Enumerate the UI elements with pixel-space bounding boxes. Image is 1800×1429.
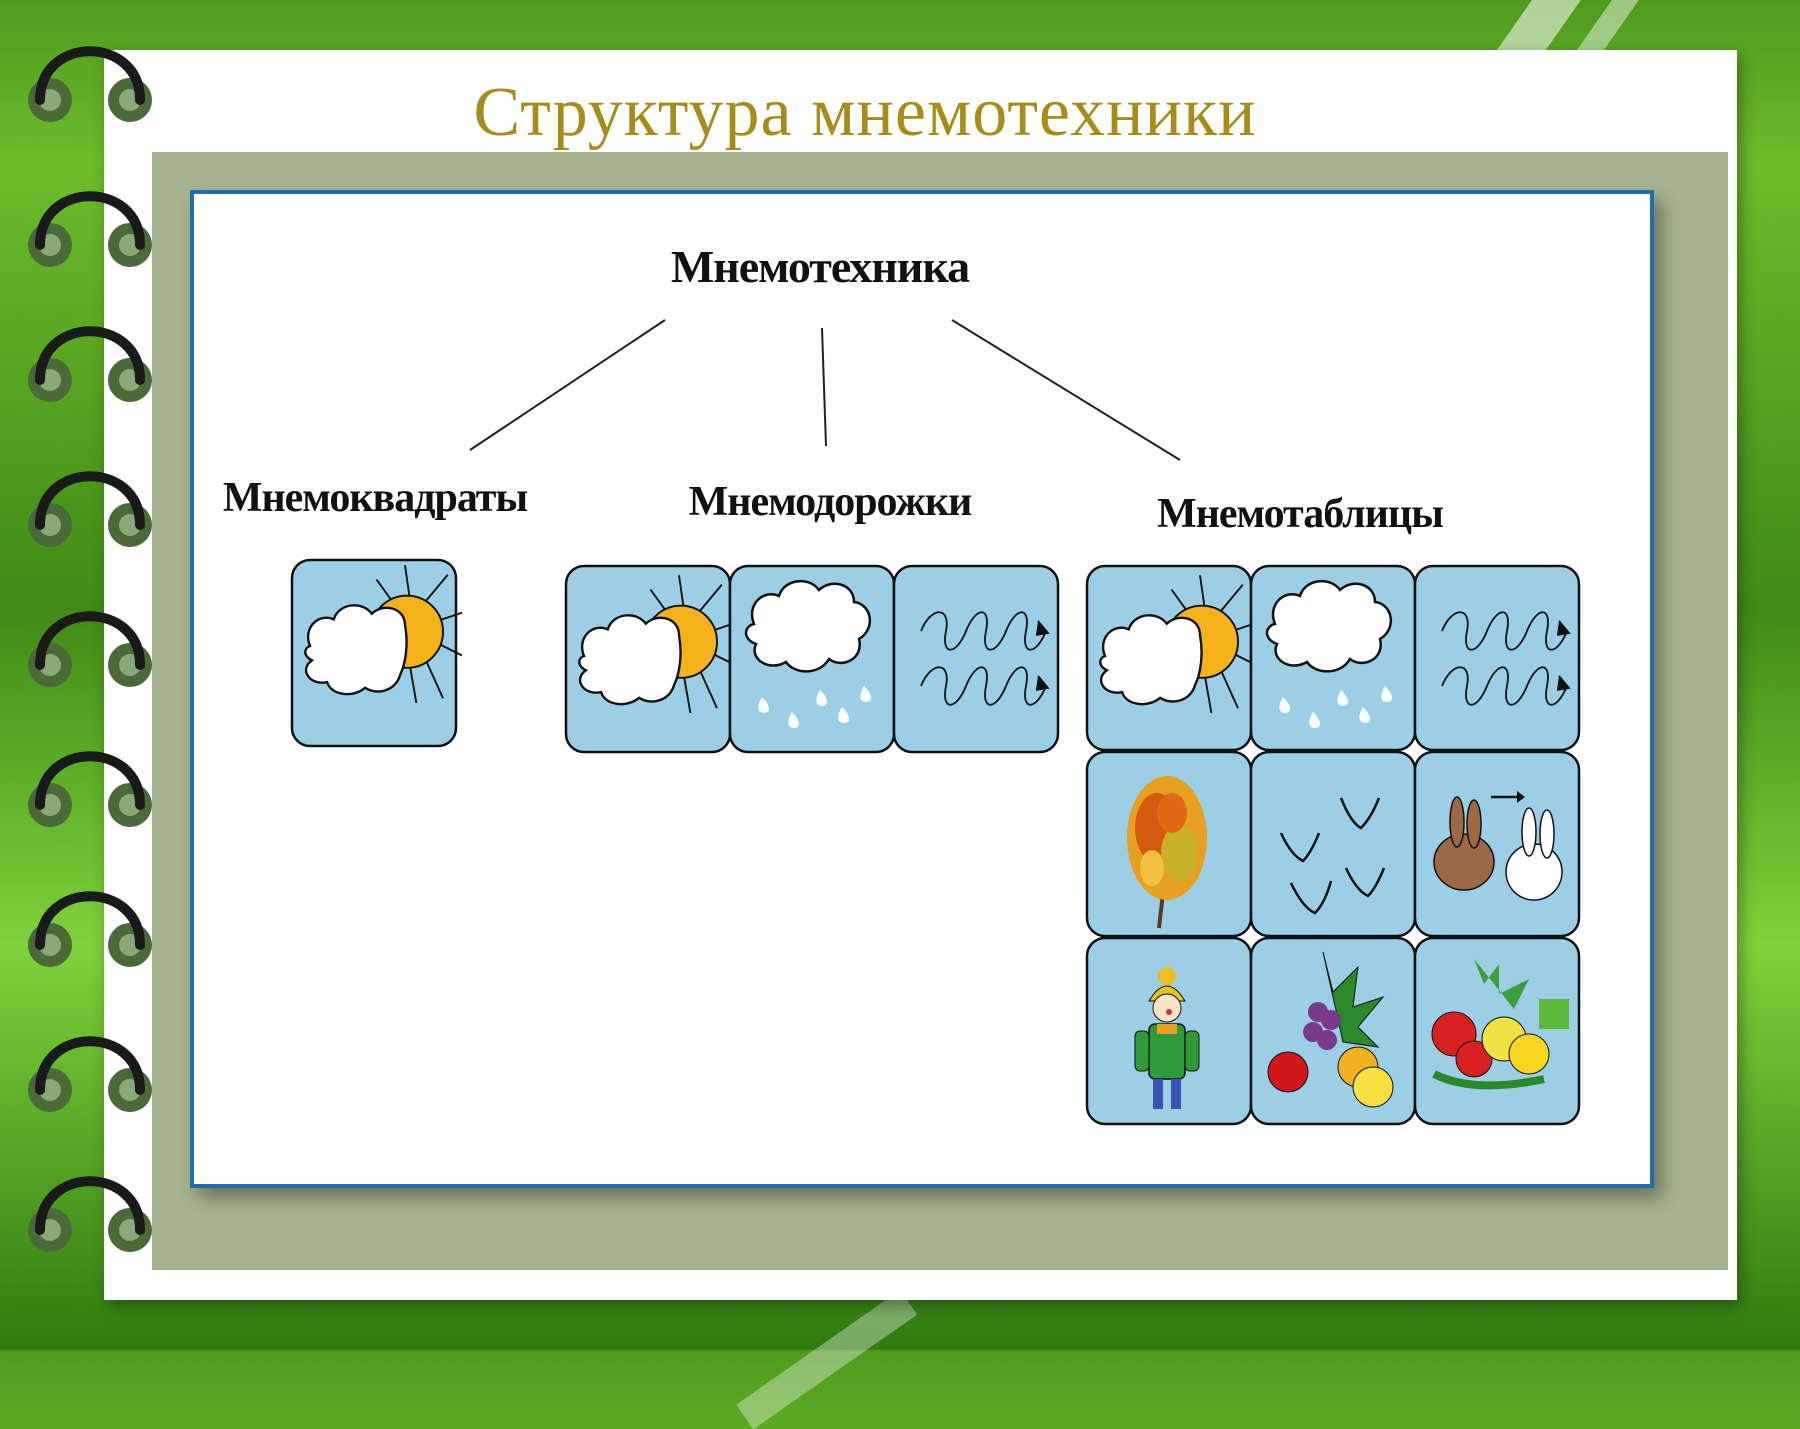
mnemotrack-card [728, 564, 896, 754]
notebook-ring-icon [28, 1036, 152, 1112]
root-label: Мнемотехника [670, 241, 970, 292]
mnemotrack-card [564, 564, 738, 754]
mnemotable-card [1249, 750, 1417, 938]
mnemotable-card [1249, 936, 1417, 1126]
connector-line [951, 319, 1181, 461]
branch-label-mnemotracks: Мнемодорожки [688, 479, 973, 525]
notebook-rings [28, 46, 152, 1252]
mnemotable-card [1413, 936, 1581, 1126]
notebook-ring-icon [28, 326, 152, 402]
mnemonics-diagram [290, 319, 1581, 1126]
notebook-ring-icon [28, 891, 152, 967]
branch-label-mnemotables: Мнемотаблицы [1157, 491, 1444, 537]
mnemotable-card [1413, 564, 1581, 752]
connector-line [821, 327, 827, 447]
notebook-ring-icon [28, 1176, 152, 1252]
mnemotable-card [1249, 564, 1417, 752]
mnemotable-card [1085, 750, 1253, 938]
slide-title: Структура мнемотехники [473, 74, 1257, 151]
mnemotrack-card [892, 564, 1060, 754]
mnemotable-card [1085, 936, 1253, 1126]
connector-line [469, 319, 666, 451]
mnemotable-card [1085, 564, 1259, 752]
notebook-ring-icon [28, 611, 152, 687]
notebook-ring-icon [28, 751, 152, 827]
notebook-ring-icon [28, 46, 152, 122]
notebook-ring-icon [28, 191, 152, 267]
mnemosquare-card [290, 558, 464, 748]
notebook-ring-icon [28, 471, 152, 547]
branch-label-mnemosquares: Мнемоквадраты [222, 475, 528, 521]
mnemotable-card [1413, 750, 1581, 938]
